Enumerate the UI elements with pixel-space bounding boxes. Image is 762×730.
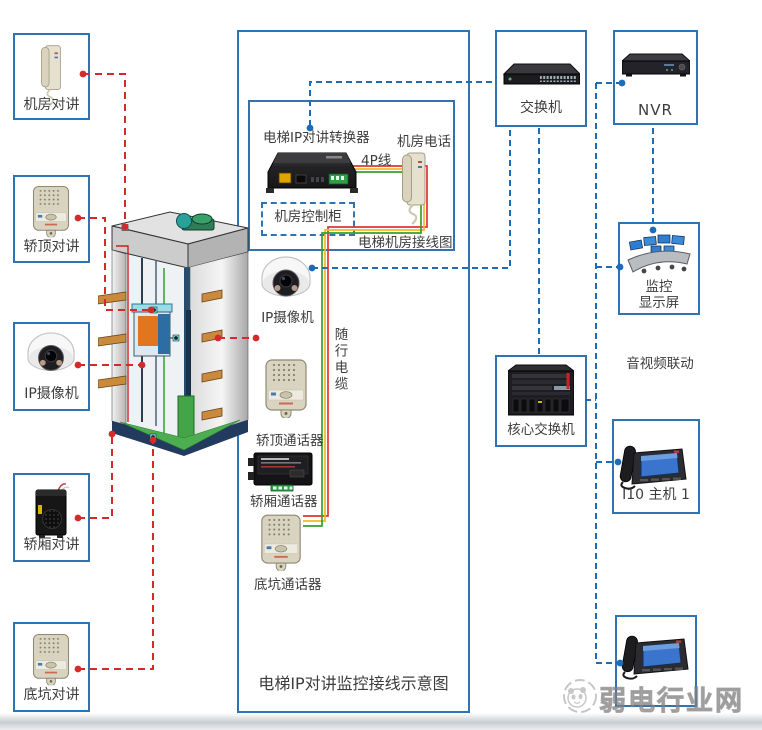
- nvr-image: [622, 53, 690, 77]
- label-monitor-line2: 显示屏: [638, 295, 680, 311]
- label-control-cabinet: 机房控制柜: [274, 209, 342, 225]
- label-cartop-intercom: 轿顶对讲: [23, 239, 80, 255]
- machine-room-wiring-frame: [248, 100, 455, 251]
- label-machine-room-phone: 机房电话: [397, 134, 451, 150]
- label-switch: 交换机: [520, 100, 562, 116]
- label-car-intercom: 轿厢对讲: [23, 537, 80, 553]
- monitor-wall-image: [627, 234, 691, 274]
- ip-intercom-converter-image: [266, 152, 358, 193]
- label-pit-talker: 底坑通话器: [254, 577, 322, 593]
- bottom-gradient-band: [0, 713, 762, 730]
- watermark-panda-icon: [563, 679, 597, 713]
- label-ip-camera-left: IP摄像机: [24, 386, 79, 402]
- label-monitor-line1: 监控: [645, 279, 673, 295]
- label-nvr: NVR: [638, 101, 673, 119]
- switch-image: [502, 63, 580, 85]
- label-4p-cable: 4P线: [361, 153, 392, 169]
- watermark-text: 弱电行业网: [599, 686, 744, 718]
- label-core-switch: 核心交换机: [507, 422, 575, 438]
- label-converter: 电梯IP对讲转换器: [263, 130, 370, 146]
- label-traveling-cable: 随行电缆: [331, 327, 348, 393]
- label-ip-camera-center: IP摄像机: [261, 310, 314, 326]
- label-machine-room-intercom: 机房对讲: [23, 97, 80, 113]
- label-av-linkage: 音视频联动: [626, 356, 694, 372]
- label-machine-room-wiring: 电梯机房接线图: [358, 235, 453, 251]
- core-switch-image: [508, 364, 574, 416]
- control-cabinet-frame: [261, 202, 355, 236]
- label-cartop-talker: 轿顶通话器: [256, 433, 324, 449]
- label-i10-host: I10 主机 1: [622, 487, 690, 503]
- car-talker-image: [248, 452, 313, 492]
- label-pit-intercom: 底坑对讲: [23, 687, 80, 703]
- diagram-title: 电梯IP对讲监控接线示意图: [258, 674, 449, 693]
- car-intercom-image: [35, 483, 70, 538]
- node-nvr: [613, 30, 698, 125]
- label-car-talker: 轿厢通话器: [250, 494, 318, 510]
